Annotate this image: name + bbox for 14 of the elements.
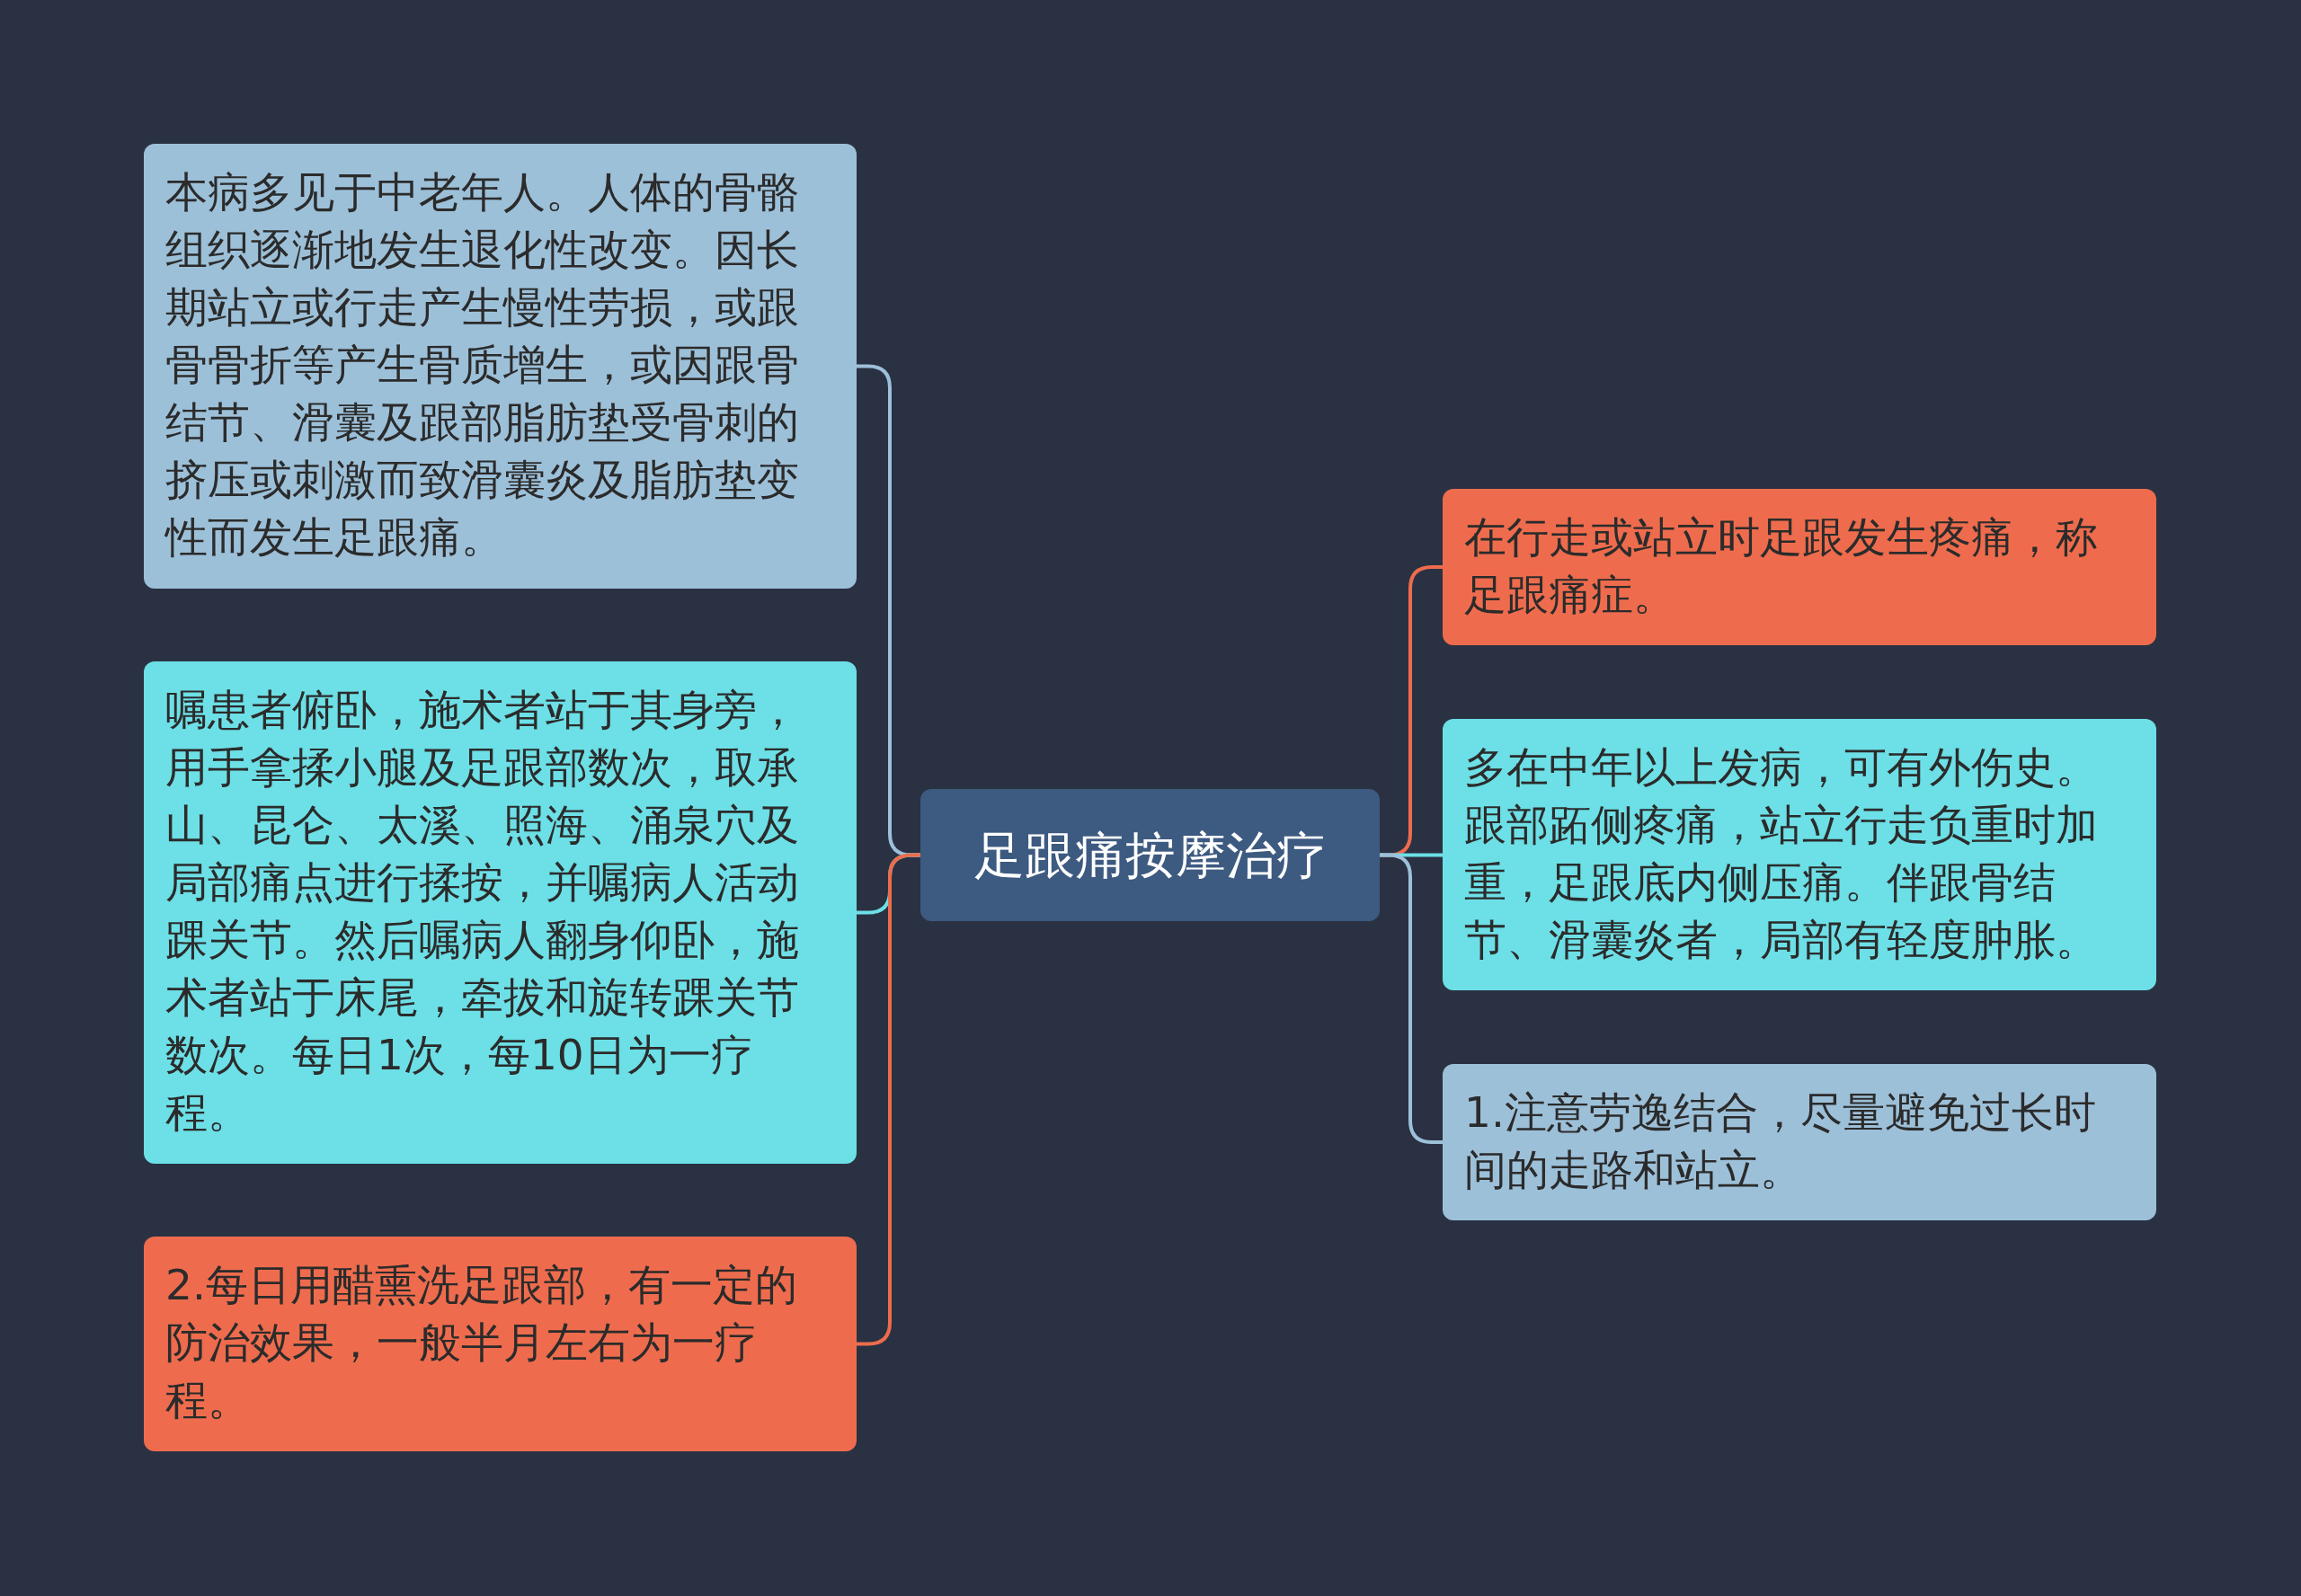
topic-box [920, 789, 1380, 921]
branch-box [144, 661, 857, 1164]
branch-text: 2.每日用醋熏洗足跟部，有一定的防治效果，一般半月左右为一疗程。 [165, 1260, 797, 1424]
branch-box [1443, 719, 2156, 990]
branch-text: 多在中年以上发病，可有外伤史。跟部跖侧疼痛，站立行走负重时加重，足跟底内侧压痛。伴跟骨结节、滑囊炎者，局部有轻度肿胀。 [1464, 742, 2098, 964]
branch-text: 在行走或站立时足跟发生疼痛，称足跟痛症。 [1464, 512, 2098, 619]
branch-box [144, 1237, 857, 1451]
branch-box [144, 144, 857, 589]
branch-text: 本病多见于中老年人。人体的骨骼组织逐渐地发生退化性改变。因长期站立或行走产生慢性劳损，或跟骨骨折等产生骨质增生，或因跟骨结节、滑囊及跟部脂肪垫受骨刺的挤压或刺激而致滑囊炎及脂肪垫变性而发生足跟痛。 [165, 167, 799, 562]
branch-text: 嘱患者俯卧，施术者站于其身旁，用手拿揉小腿及足跟部数次，取承山、昆仑、太溪、照海、涌泉穴及局部痛点进行揉按，并嘱病人活动踝关节。然后嘱病人翻身仰卧，施术者站于床尾，牵拔和旋转踝关节数次。每日1次，每10日为一疗程。 [165, 685, 799, 1137]
branch-box [1443, 1064, 2156, 1220]
topic-text: 足跟痛按摩治疗 [973, 826, 1327, 884]
branch-text: 1.注意劳逸结合，尽量避免过长时间的走路和站立。 [1464, 1087, 2096, 1194]
branch-box [1443, 489, 2156, 645]
